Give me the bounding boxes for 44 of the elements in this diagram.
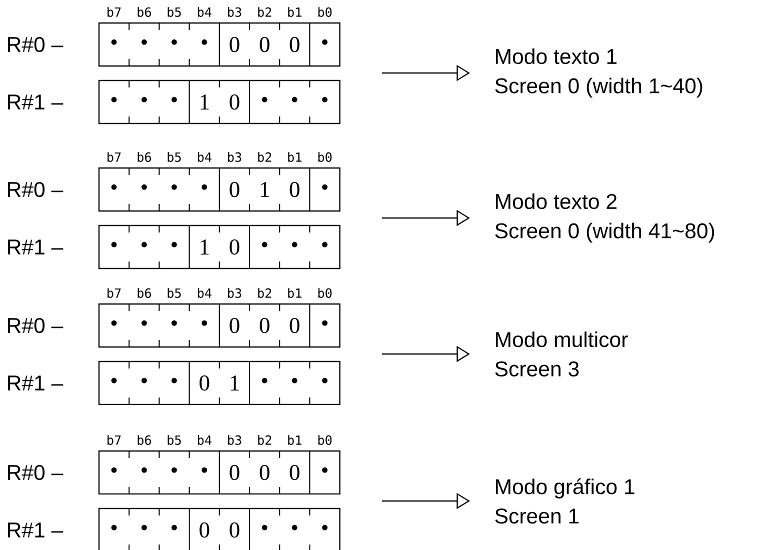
register-box: • • • 1 0 • • •: [98, 80, 340, 124]
register-label: R#1 –: [8, 94, 64, 110]
bit-header: b6: [138, 152, 151, 162]
register-label: R#0 –: [8, 36, 64, 52]
mode-description: Modo gráfico 1 Screen 1: [495, 478, 634, 524]
register-label: R#1 –: [8, 376, 64, 390]
register-box: • • • • 0 0 0 •: [98, 450, 340, 495]
register-label: R#0 –: [8, 464, 64, 480]
bit-header: b5: [168, 435, 181, 445]
register-box: • • • 0 1 • • •: [98, 360, 340, 406]
bit-header: b2: [258, 288, 272, 298]
register-box: • • • 1 0 • • •: [98, 224, 340, 270]
mode-description: Modo texto 2 Screen 0 (width 41~80): [495, 193, 714, 243]
bit-header: b4: [198, 152, 212, 162]
bit-header: b1: [288, 435, 302, 445]
bit-header: b3: [228, 152, 242, 162]
bit-header: b7: [108, 435, 121, 445]
bit-header: b0: [318, 288, 332, 298]
register-box: • • • • 0 0 0 •: [98, 22, 340, 67]
bit-header: b1: [288, 152, 302, 162]
register-box: • • • • 0 1 0 •: [98, 167, 340, 212]
bit-header: b6: [138, 288, 151, 298]
bit-header: b6: [138, 435, 151, 445]
bit-header: b2: [258, 152, 272, 162]
register-label: R#0 –: [8, 182, 64, 198]
register-label: R#0 –: [8, 318, 64, 334]
bit-header: b4: [198, 435, 212, 445]
register-label: R#1 –: [8, 240, 64, 254]
bit-header: b1: [288, 288, 302, 298]
bit-header: b3: [228, 435, 242, 445]
register-box: • • • 0 0 • • •: [98, 508, 340, 550]
bit-header: b5: [168, 288, 181, 298]
bit-header: b7: [108, 152, 121, 162]
mode-description: Modo multicor Screen 3: [495, 332, 628, 376]
mode-description: Modo texto 1 Screen 0 (width 1~40): [495, 48, 702, 98]
register-box: • • • • 0 0 0 •: [98, 303, 340, 348]
register-label: R#1 –: [8, 522, 64, 538]
bit-header: b4: [198, 288, 212, 298]
bit-header: b3: [228, 288, 242, 298]
bit-header: b5: [168, 152, 181, 162]
bit-header: b7: [108, 288, 121, 298]
bit-header: b0: [318, 435, 332, 445]
bit-header: b2: [258, 435, 272, 445]
bit-header: b0: [318, 152, 332, 162]
